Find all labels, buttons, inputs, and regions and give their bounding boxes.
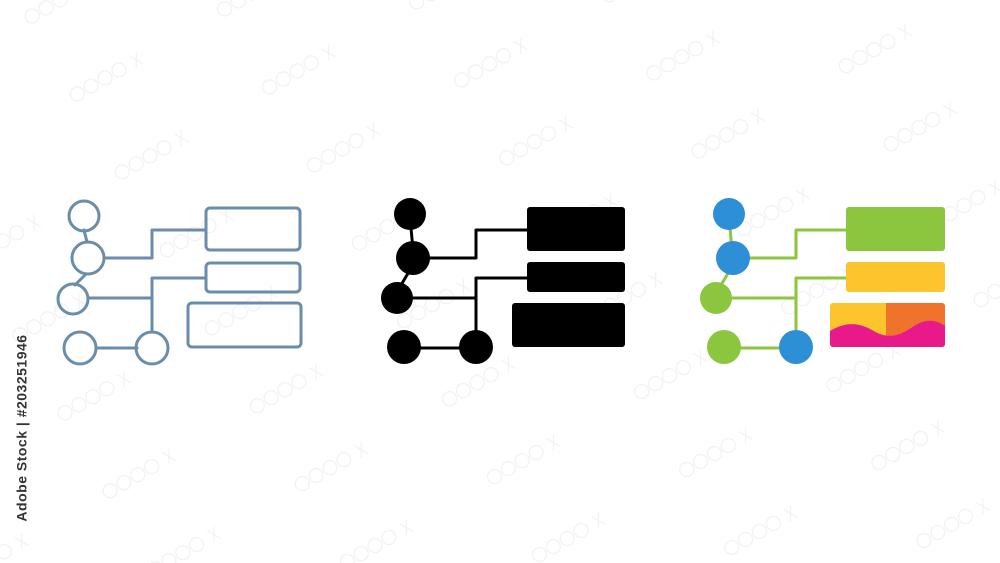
- color-flowchart-icon: [700, 198, 945, 364]
- area-chart-box: [830, 303, 945, 347]
- solid-flowchart-icon: [381, 198, 625, 364]
- stock-id-text: Adobe Stock | #203251946: [14, 334, 30, 522]
- stock-id-label: Adobe Stock | #203251946: [10, 318, 34, 538]
- outline-flowchart-icon: [56, 199, 303, 366]
